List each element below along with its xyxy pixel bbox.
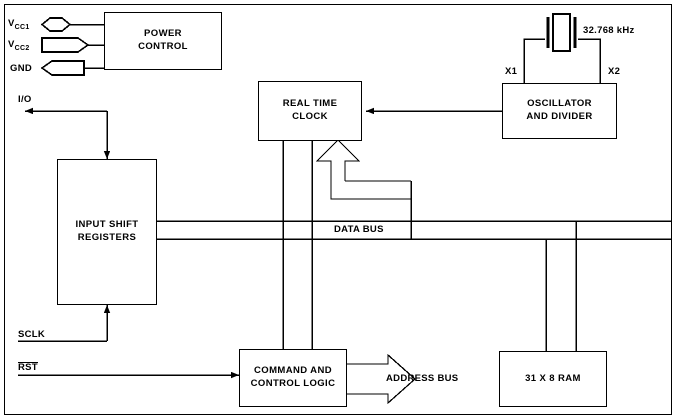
block-real-time-clock[interactable]: REAL TIME CLOCK (258, 81, 362, 141)
crystal-terminal-x1: X1 (505, 66, 518, 77)
signal-label-rst: RST (18, 362, 38, 374)
wire-sclk (18, 305, 111, 342)
block-arrow-address-bus (347, 353, 416, 405)
pin-label-gnd: GND (10, 63, 33, 74)
bus-label-address-bus: ADDRESS BUS (386, 373, 459, 384)
wire-data-bus-to-ram (545, 221, 577, 351)
wire-io-bus (25, 107, 111, 159)
block-power-control[interactable]: POWER CONTROL (104, 12, 222, 70)
block-command-and-control-logic[interactable]: COMMAND AND CONTROL LOGIC (239, 349, 347, 407)
wire-rtc-to-command-logic (282, 141, 313, 349)
signal-label-sclk: SCLK (18, 329, 46, 340)
diagram-border (4, 4, 672, 415)
block-ram[interactable]: 31 X 8 RAM (499, 351, 607, 407)
block-arrow-into-rtc (315, 139, 411, 200)
data-bus-rails (157, 220, 672, 240)
wire-gnd-to-power-control (40, 60, 104, 76)
wire-vcc2-to-power-control (41, 37, 104, 53)
bus-label-data-bus: DATA BUS (334, 224, 384, 235)
crystal-frequency-label: 32.768 kHz (583, 25, 635, 36)
block-input-shift-registers[interactable]: INPUT SHIFT REGISTERS (57, 159, 157, 305)
crystal-terminal-x2: X2 (608, 66, 621, 77)
signal-label-io: I/O (18, 94, 32, 105)
pin-label-vcc1: VCC1 (8, 18, 30, 31)
block-oscillator-and-divider[interactable]: OSCILLATOR AND DIVIDER (502, 83, 617, 139)
rst-overbar-text: RST (18, 362, 38, 373)
wire-vcc1-to-power-control (40, 17, 104, 32)
crystal-network (523, 12, 601, 83)
pin-label-vcc2: VCC2 (8, 39, 30, 52)
